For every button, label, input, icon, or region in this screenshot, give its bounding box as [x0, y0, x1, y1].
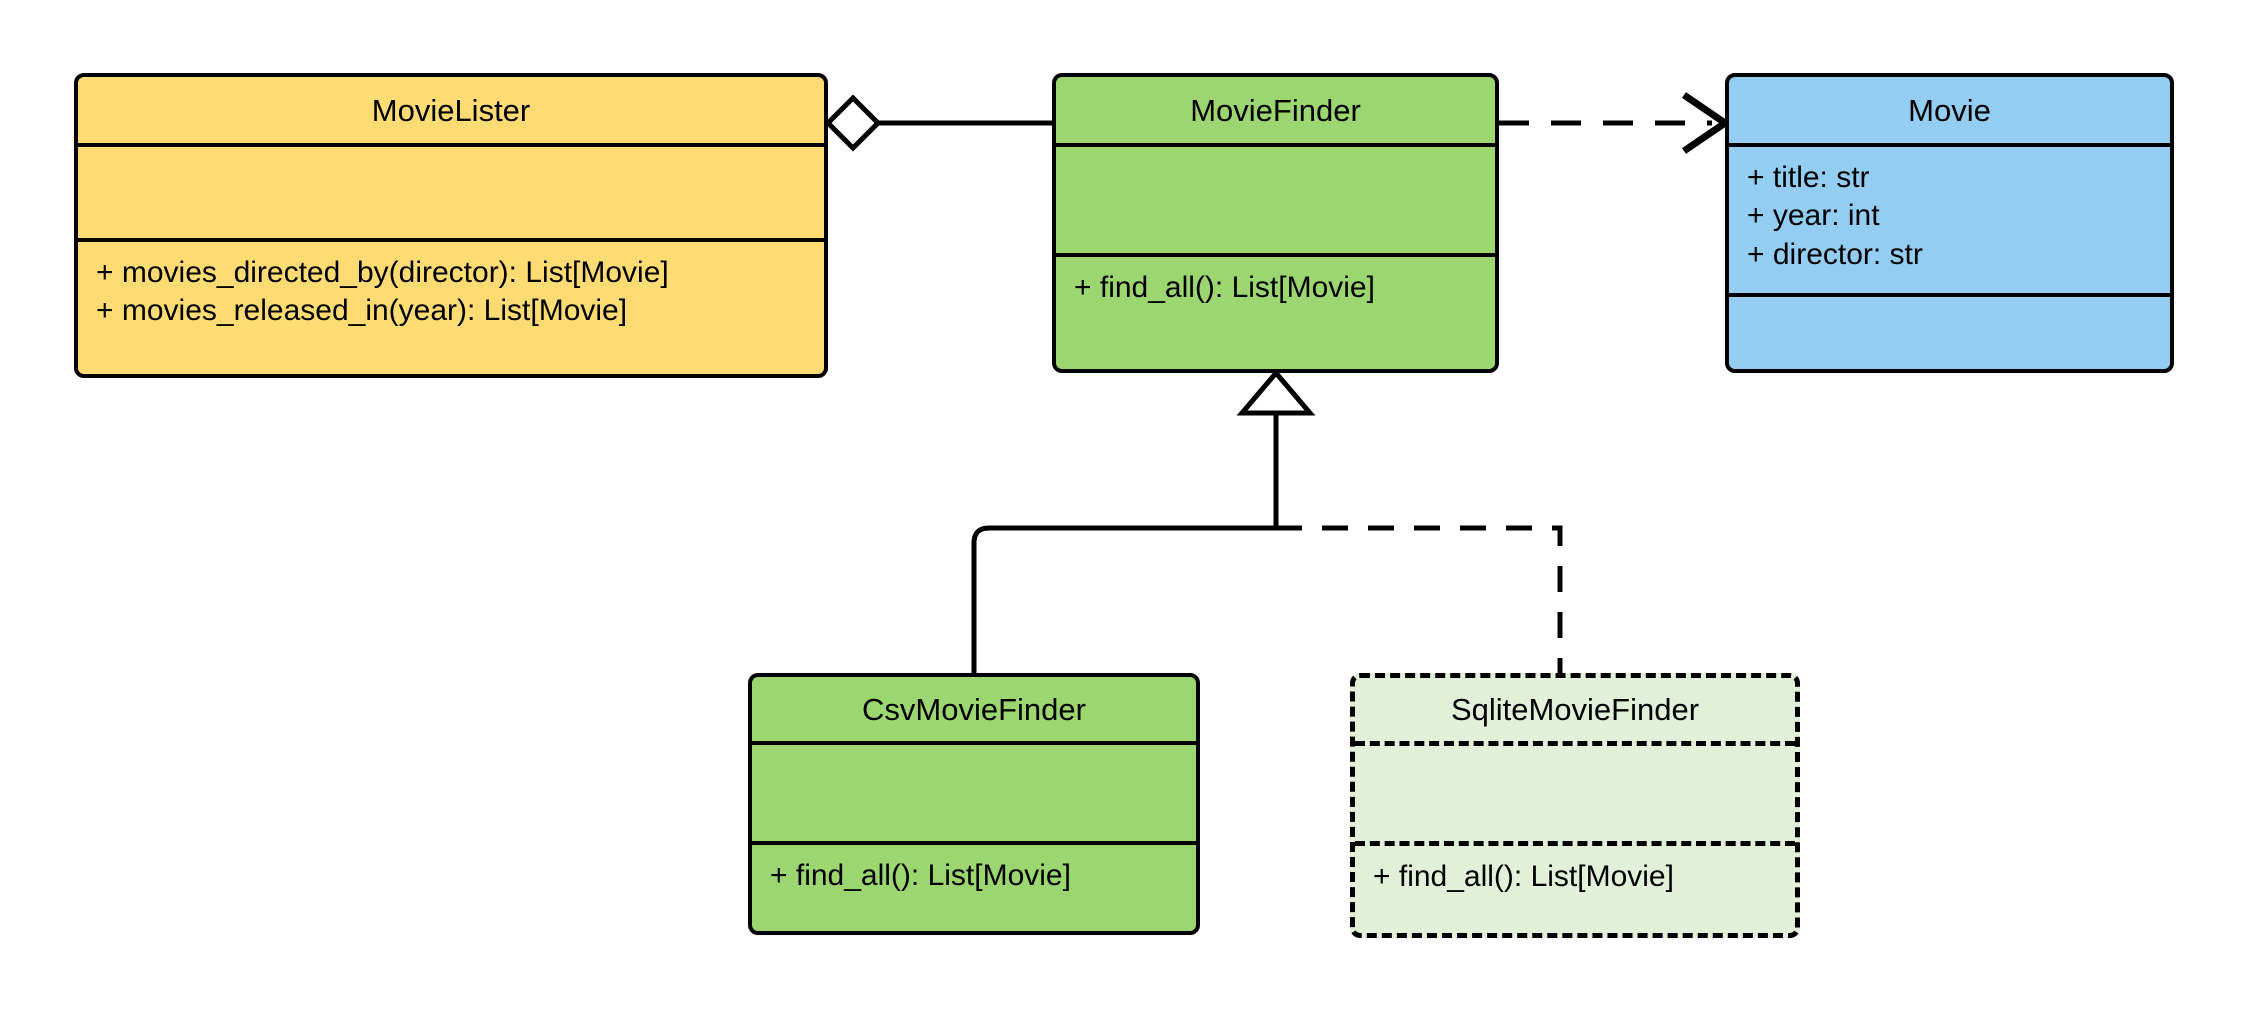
class-attributes-movie: + title: str + year: int + director: str — [1729, 147, 2170, 297]
uml-class-moviefinder[interactable]: MovieFinder + find_all(): List[Movie] — [1052, 73, 1499, 373]
class-attributes-csvmoviefinder — [752, 745, 1196, 845]
open-arrow-marker — [1682, 92, 1732, 154]
attribute-line: + year: int — [1747, 199, 1880, 233]
hollow-triangle-marker — [1236, 369, 1316, 416]
class-methods-movie — [1729, 297, 2170, 369]
method-line: + find_all(): List[Movie] — [1373, 860, 1674, 893]
relationship-generalization-trunk — [1236, 369, 1316, 528]
uml-class-movielister[interactable]: MovieLister + movies_directed_by(directo… — [74, 73, 828, 378]
class-methods-csvmoviefinder: + find_all(): List[Movie] — [752, 845, 1196, 931]
class-methods-moviefinder: + find_all(): List[Movie] — [1056, 257, 1495, 369]
relationship-dependency-moviefinder-movie[interactable] — [1499, 92, 1732, 154]
relationship-aggregation-movielister-moviefinder[interactable] — [824, 94, 1052, 152]
uml-class-movie[interactable]: Movie + title: str + year: int + directo… — [1725, 73, 2174, 373]
class-attributes-movielister — [78, 147, 824, 242]
generalization-dashed-branch — [1276, 525, 1563, 673]
relationship-generalization-csvmoviefinder-moviefinder[interactable] — [971, 525, 1276, 673]
attribute-line: + director: str — [1747, 237, 1923, 271]
class-methods-sqlitemoviefinder: + find_all(): List[Movie] — [1355, 846, 1795, 933]
hollow-diamond-marker — [824, 94, 882, 152]
class-attributes-moviefinder — [1056, 147, 1495, 257]
relationship-generalization-sqlitemoviefinder-moviefinder[interactable] — [1276, 525, 1563, 673]
class-title-movie: Movie — [1729, 77, 2170, 147]
class-title-csvmoviefinder: CsvMovieFinder — [752, 677, 1196, 745]
class-attributes-sqlitemoviefinder — [1355, 746, 1795, 846]
uml-class-sqlitemoviefinder[interactable]: SqliteMovieFinder + find_all(): List[Mov… — [1350, 673, 1800, 938]
method-line: + find_all(): List[Movie] — [1074, 271, 1375, 304]
class-title-moviefinder: MovieFinder — [1056, 77, 1495, 147]
method-line: + movies_directed_by(director): List[Mov… — [96, 256, 669, 289]
method-line: + find_all(): List[Movie] — [770, 859, 1071, 892]
uml-class-csvmoviefinder[interactable]: CsvMovieFinder + find_all(): List[Movie] — [748, 673, 1200, 935]
generalization-solid-branch — [971, 525, 1276, 673]
class-methods-movielister: + movies_directed_by(director): List[Mov… — [78, 242, 824, 374]
class-title-movielister: MovieLister — [78, 77, 824, 147]
attribute-line: + title: str — [1747, 161, 1870, 194]
class-title-sqlitemoviefinder: SqliteMovieFinder — [1355, 678, 1795, 746]
method-line: + movies_released_in(year): List[Movie] — [96, 294, 628, 328]
